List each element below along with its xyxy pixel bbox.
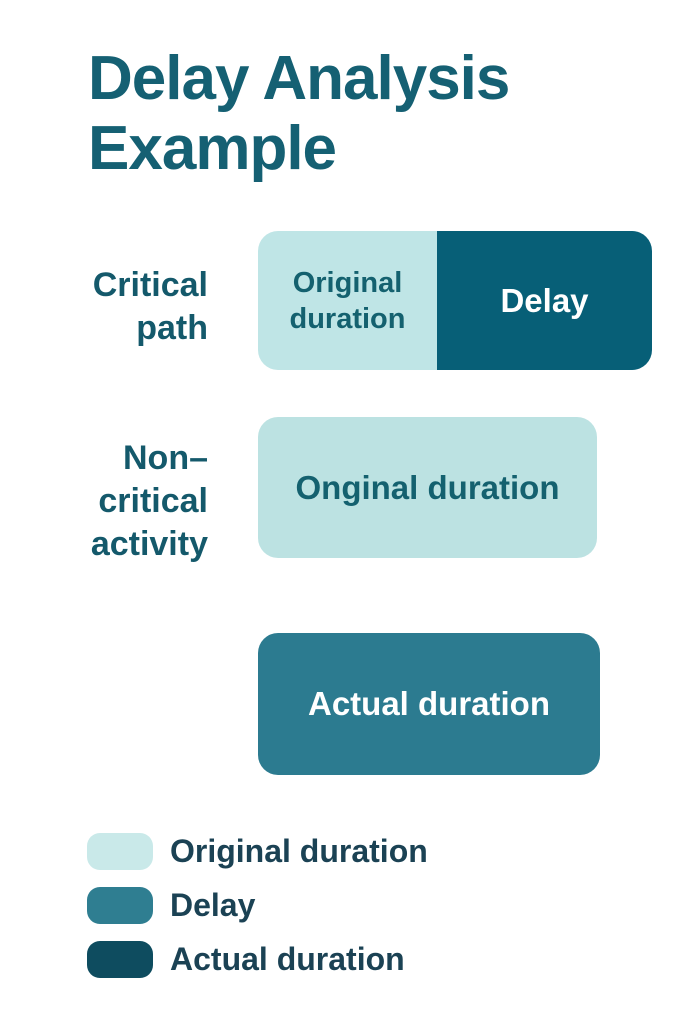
legend-swatch-actual-duration [87,941,153,978]
noncritical-activity-label-line-3: activity [90,525,208,563]
legend-item-delay: Delay [87,887,255,924]
page-title-line-1: Delay Analysis [88,44,510,113]
page-title-line-2: Example [88,114,337,183]
legend-item-original-duration: Original duration [87,833,428,870]
delay-segment-text: Delay [500,281,589,319]
original-duration-text-line-2: duration [289,302,406,335]
page-title: Delay Analysis Example [88,44,510,184]
critical-path-label: Critical path [93,264,208,350]
legend-label-delay: Delay [170,887,256,923]
noncritical-activity-bar-text: Onginal duration [295,468,560,506]
original-duration-segment: Original duration [258,231,437,370]
critical-path-bar: Original duration Delay [258,231,652,370]
legend-swatch-original-duration [87,833,153,870]
actual-duration-bar-text: Actual duration [307,685,550,722]
delay-segment: Delay [437,231,652,370]
legend-label-actual-duration: Actual duration [170,941,405,977]
original-duration-segment-text: Original duration [290,265,406,337]
critical-path-label-line-1: Critical [92,266,208,304]
noncritical-activity-bar: Onginal duration [258,417,597,558]
noncritical-activity-label-line-2: critical [98,482,208,520]
critical-path-label-line-2: path [136,309,208,347]
legend-item-actual-duration: Actual duration [87,941,405,978]
legend-swatch-delay [87,887,153,924]
noncritical-activity-label: Non– critical activity [91,437,208,566]
actual-duration-bar: Actual duration [258,633,600,775]
original-duration-text-line-1: Original [292,266,403,299]
noncritical-activity-label-line-1: Non– [123,439,208,477]
legend-label-original-duration: Original duration [170,833,428,869]
